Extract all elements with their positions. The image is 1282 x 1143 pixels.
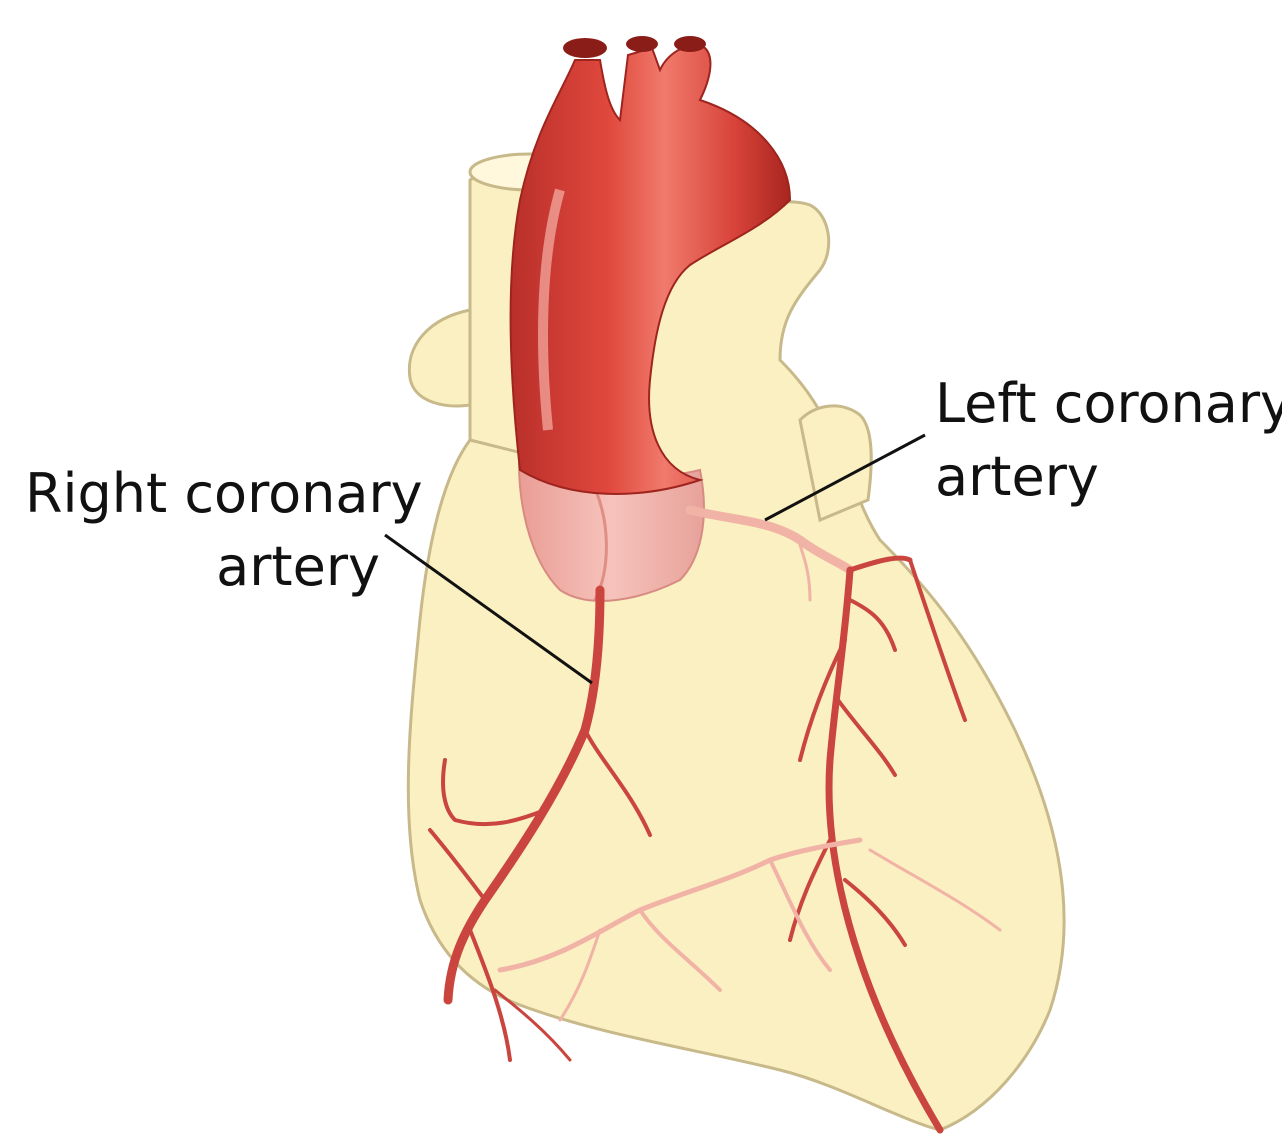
brachiocephalic-opening [563, 38, 607, 58]
carotid-opening [626, 36, 658, 52]
left-coronary-label-line-2: artery [935, 445, 1099, 508]
left-coronary-label-line-1: Left coronary [935, 372, 1282, 435]
right-coronary-label-line-2: artery [216, 535, 380, 598]
subclavian-opening [674, 36, 706, 52]
right-coronary-label-line-1: Right coronary [25, 462, 423, 525]
